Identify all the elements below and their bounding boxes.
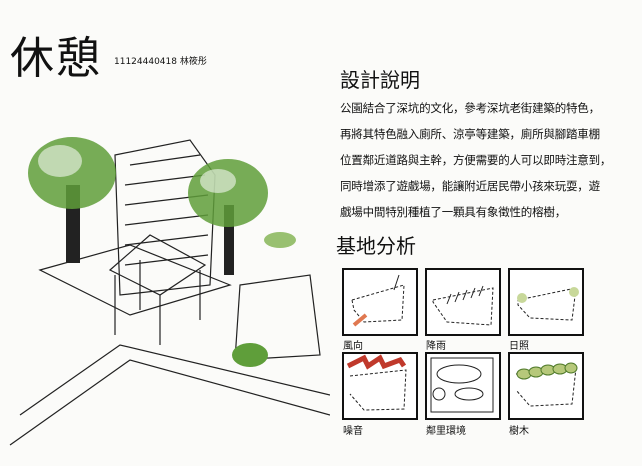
bush bbox=[232, 343, 268, 367]
page-title: 休憩 bbox=[10, 33, 102, 84]
site-cell-noise bbox=[342, 352, 418, 420]
site-cell-sun bbox=[508, 268, 584, 336]
desc-line: 再將其特色融入廁所、涼亭等建築，廁所與腳踏車棚 bbox=[340, 127, 600, 141]
desc-line: 同時增添了遊戲場，能讓附近居民帶小孩來玩耍，遊 bbox=[340, 179, 600, 193]
park-sketch bbox=[9, 137, 330, 446]
site-label: 鄰里環境 bbox=[426, 426, 466, 437]
site-cell-rain bbox=[425, 268, 501, 336]
desc-line: 公園結合了深坑的文化，參考深坑老街建築的特色， bbox=[340, 101, 600, 115]
site-cell-wind bbox=[342, 268, 418, 336]
site-label: 降雨 bbox=[426, 341, 446, 352]
desc-line: 戲場中間特別種植了一顆具有象徵性的榕樹， bbox=[340, 205, 566, 219]
design-heading: 設計說明 bbox=[340, 68, 420, 92]
site-label: 風向 bbox=[343, 341, 363, 352]
author-id: 11124440418 林筱彤 bbox=[114, 57, 207, 67]
building-wall bbox=[114, 139, 216, 296]
site-cell-trees bbox=[508, 352, 584, 420]
design-description: 公園結合了深坑的文化，參考深坑老街建築的特色， 再將其特色融入廁所、涼亭等建築，… bbox=[340, 95, 640, 225]
tree-left bbox=[28, 137, 116, 263]
pavilion-roof bbox=[108, 234, 207, 296]
site-label: 日照 bbox=[509, 341, 529, 352]
site-cell-neighborhood bbox=[425, 352, 501, 420]
site-label: 樹木 bbox=[509, 426, 529, 437]
tree-right bbox=[188, 159, 268, 275]
bush bbox=[264, 232, 296, 248]
site-label: 噪音 bbox=[343, 426, 363, 437]
site-heading: 基地分析 bbox=[336, 234, 416, 258]
desc-line: 位置鄰近道路與主幹，方便需要的人可以即時注意到， bbox=[340, 153, 612, 167]
